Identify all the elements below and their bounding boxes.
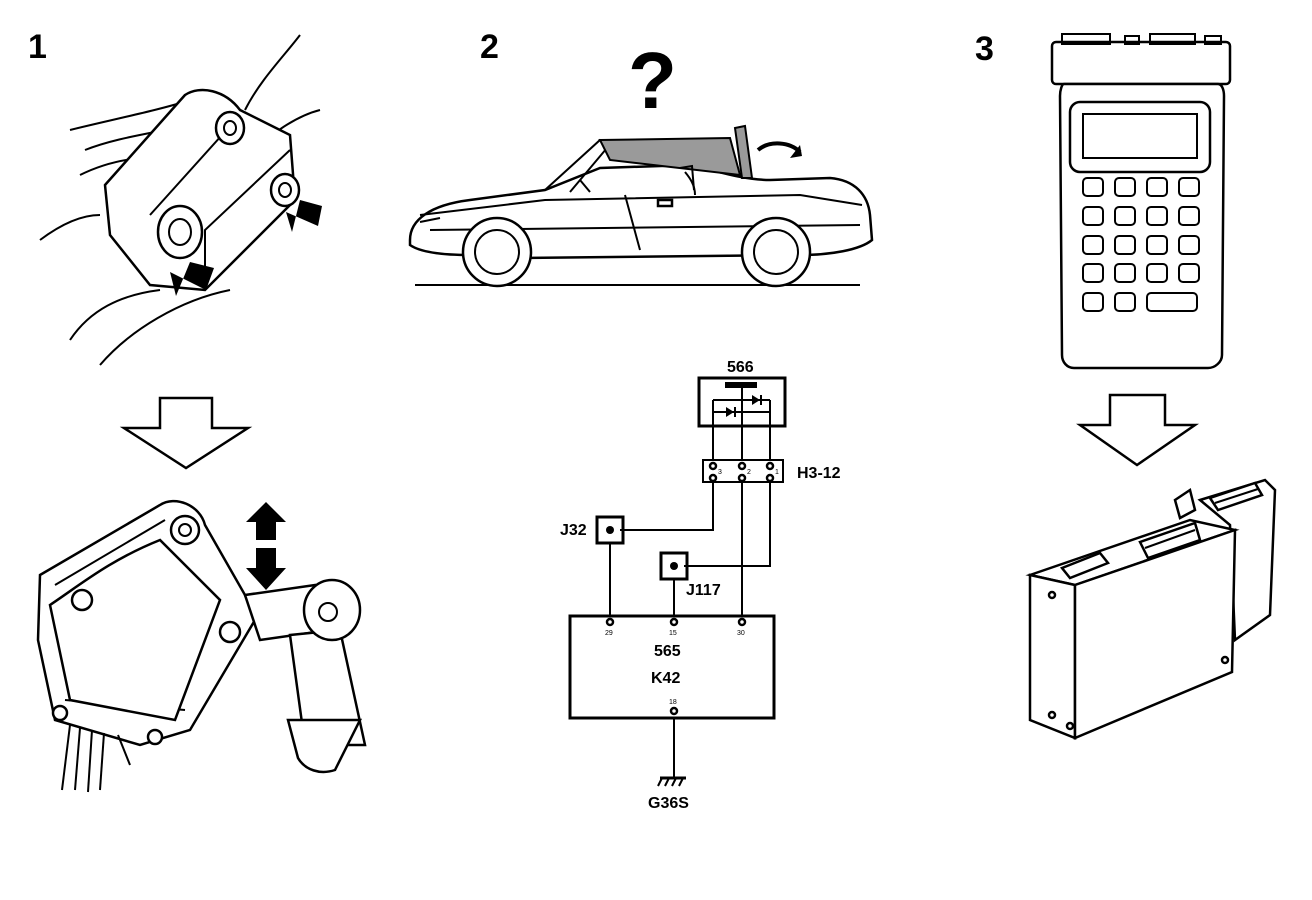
connector-pin-1: 1: [775, 469, 779, 476]
question-mark: ?: [628, 36, 677, 125]
tester-keypad: [1082, 177, 1200, 312]
module-pin-18: 18: [669, 699, 677, 706]
press-arrow-upper: [286, 200, 322, 232]
connector-pin-3: 3: [718, 469, 722, 476]
wiring-schematic: 566 3 2 1 H3-12 J32: [560, 359, 841, 812]
convertible-car-icon: [408, 124, 874, 288]
module-name: K42: [651, 670, 680, 687]
module-pin-29: 29: [605, 630, 613, 637]
top-position-sensor-icon: [36, 499, 367, 793]
step-number-2: 2: [480, 28, 499, 66]
diagnostic-tester-icon: [1050, 33, 1232, 370]
module-pin-30: 30: [737, 630, 745, 637]
down-arrow-small-icon: [246, 548, 286, 590]
ground-label: G36S: [648, 795, 689, 812]
up-arrow-icon: [246, 502, 286, 540]
control-module-565-box: [568, 614, 776, 720]
control-module-icon: [1025, 478, 1277, 740]
down-arrow-icon-3: [1076, 393, 1200, 467]
connector-label: H3-12: [797, 465, 841, 482]
jumper-j32-label: J32: [560, 522, 587, 539]
module-pin-15: 15: [669, 630, 677, 637]
connector-pin-2: 2: [747, 469, 751, 476]
jumper-j117-label: J117: [686, 582, 721, 599]
press-arrow-lower: [170, 262, 214, 296]
step-number-1: 1: [28, 28, 47, 66]
down-arrow-icon: [119, 396, 253, 470]
step-number-3: 3: [975, 30, 994, 68]
hand-pressing-sensor-icon: [39, 34, 322, 366]
module-code: 565: [654, 643, 681, 660]
relay-label: 566: [727, 359, 754, 376]
